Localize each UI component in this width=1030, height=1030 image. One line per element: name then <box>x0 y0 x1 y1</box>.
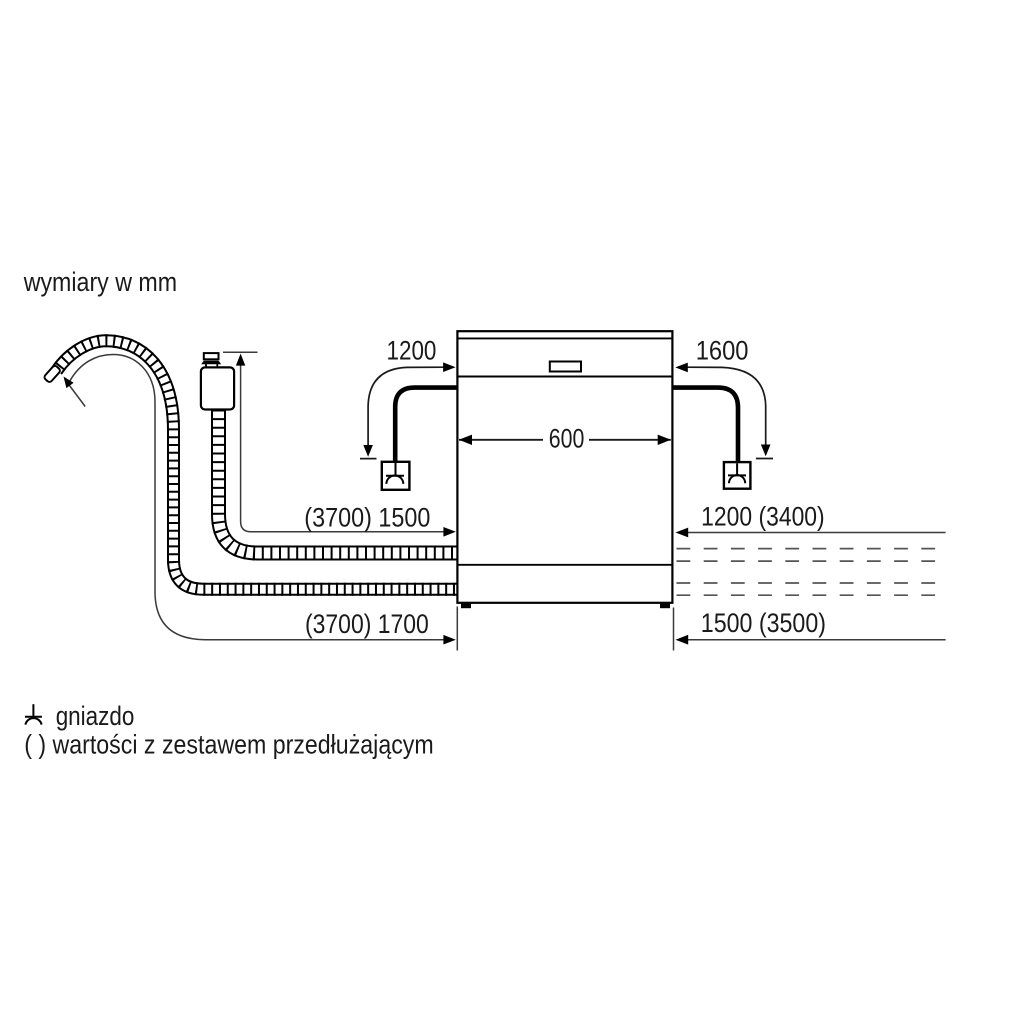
svg-text:( ) wartości z zestawem przedł: ( ) wartości z zestawem przedłużającym <box>24 730 434 760</box>
svg-text:(3700) 1700: (3700) 1700 <box>305 609 429 639</box>
svg-text:1200 (3400): 1200 (3400) <box>701 501 825 531</box>
svg-text:1600: 1600 <box>696 336 749 366</box>
svg-text:gniazdo: gniazdo <box>56 701 135 731</box>
svg-text:wymiary w mm: wymiary w mm <box>23 267 177 297</box>
svg-text:1500 (3500): 1500 (3500) <box>701 608 826 638</box>
svg-text:600: 600 <box>549 423 585 453</box>
svg-text:1200: 1200 <box>387 336 437 366</box>
svg-text:(3700) 1500: (3700) 1500 <box>304 502 430 532</box>
